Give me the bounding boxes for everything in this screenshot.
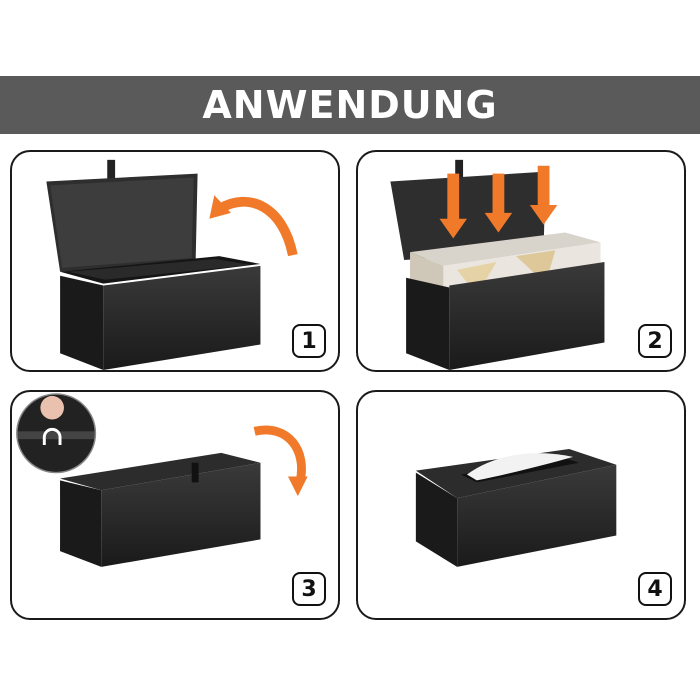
- page-title: ANWENDUNG: [202, 83, 498, 127]
- step-number: 4: [638, 572, 672, 606]
- step-number: 1: [292, 324, 326, 358]
- step-number: 3: [292, 572, 326, 606]
- curved-arrow-icon: [253, 425, 306, 484]
- step-panel-3: 3: [10, 390, 340, 620]
- insert-tissues-illustration: [390, 159, 605, 370]
- close-lid-illustration: [16, 393, 308, 567]
- down-arrow-icon: [439, 165, 558, 239]
- curved-arrow-icon: [216, 196, 298, 257]
- header-banner: ANWENDUNG: [0, 76, 700, 134]
- step-panel-2: 2: [356, 150, 686, 372]
- finished-box-illustration: [415, 448, 617, 567]
- magnet-icon: [42, 427, 62, 446]
- open-box-illustration: [46, 159, 298, 370]
- step-number: 2: [638, 324, 672, 358]
- step-panel-1: 1: [10, 150, 340, 372]
- step-panel-4: 4: [356, 390, 686, 620]
